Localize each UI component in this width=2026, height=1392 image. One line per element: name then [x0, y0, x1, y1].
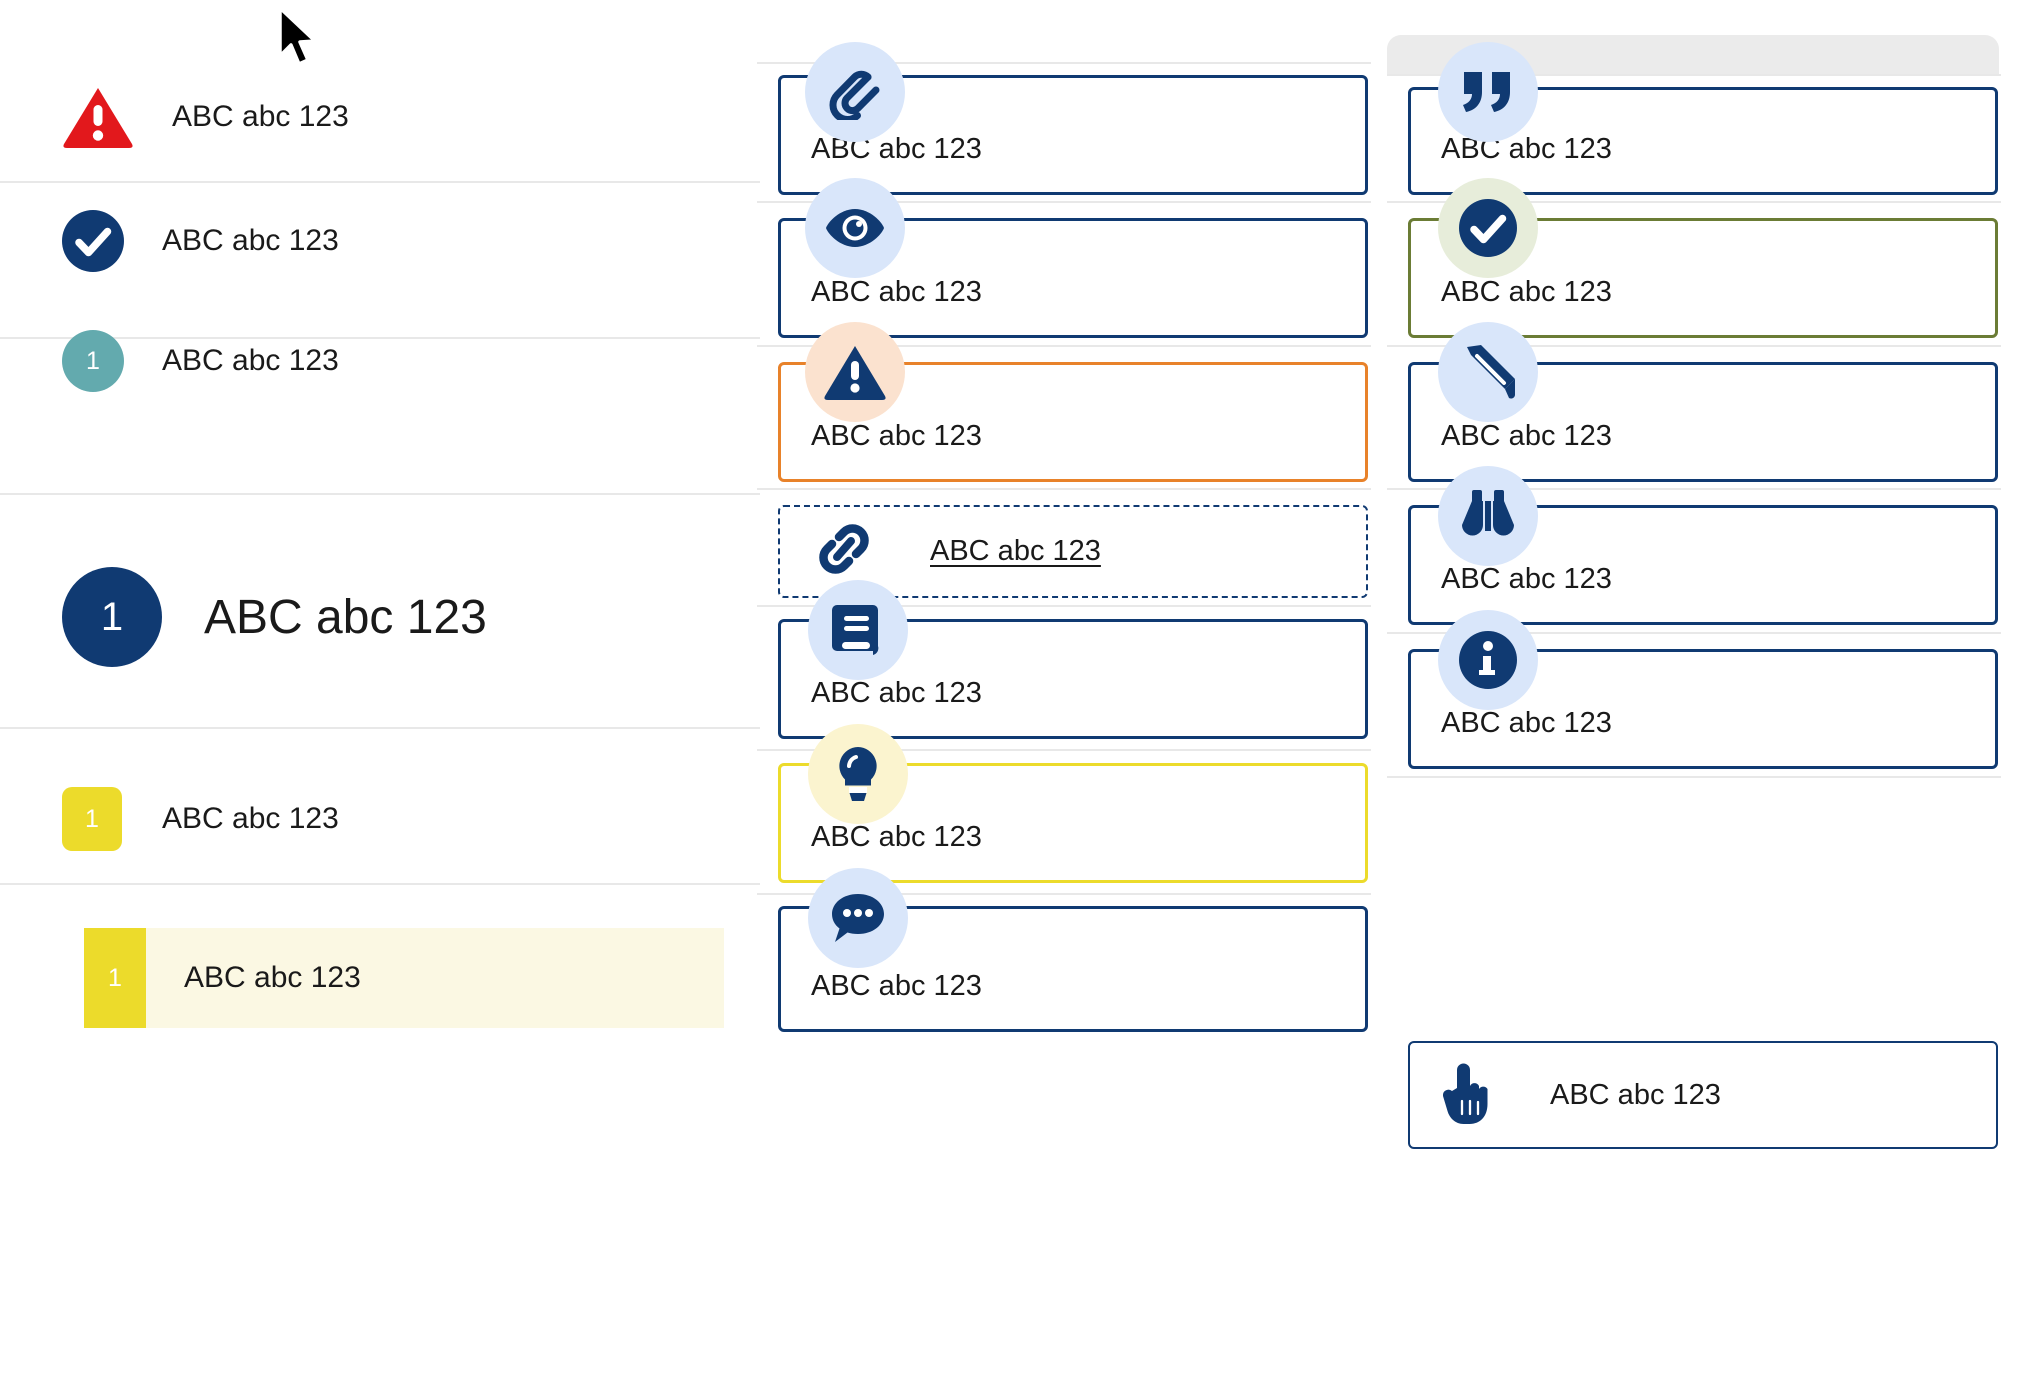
mouse-cursor	[278, 6, 317, 66]
divider	[757, 201, 1371, 203]
card-text: ABC abc 123	[1441, 133, 1612, 165]
number-square-icon: 1	[84, 928, 146, 1028]
check-circle-icon	[62, 210, 124, 272]
divider	[757, 749, 1371, 751]
card-text: ABC abc 123	[811, 970, 982, 1002]
legend-row-error[interactable]: ABC abc 123	[0, 78, 760, 156]
paperclip-icon	[805, 42, 905, 142]
card-text: ABC abc 123	[811, 677, 982, 709]
eye-icon	[805, 178, 905, 278]
chain-link-icon	[814, 521, 874, 582]
book-icon	[808, 580, 908, 680]
card-text: ABC abc 123	[1550, 1078, 1721, 1111]
divider	[1387, 201, 2001, 203]
number-circle-icon: 1	[62, 567, 162, 667]
info-circle-icon	[1438, 610, 1538, 710]
selected-row-highlight	[84, 928, 724, 1028]
divider	[1387, 776, 2001, 778]
card-text: ABC abc 123	[811, 420, 982, 452]
card-info[interactable]: ABC abc 123	[1408, 649, 1998, 769]
check-circle-icon	[1438, 178, 1538, 278]
lightbulb-icon	[808, 724, 908, 824]
pointing-hand-icon	[1440, 1061, 1494, 1130]
divider	[757, 62, 1371, 64]
legend-row-label: ABC abc 123	[162, 802, 339, 835]
divider	[1387, 632, 2001, 634]
pencil-icon	[1438, 322, 1538, 422]
chat-bubble-icon	[808, 868, 908, 968]
card-text: ABC abc 123	[1441, 563, 1612, 595]
legend-row-label: ABC abc 123	[162, 224, 339, 257]
card-text: ABC abc 123	[1441, 420, 1612, 452]
legend-row-primary[interactable]: 1 ABC abc 123	[0, 565, 760, 669]
warning-triangle-icon	[805, 322, 905, 422]
legend-row-label: ABC abc 123	[184, 961, 361, 994]
divider	[0, 337, 760, 339]
divider	[0, 883, 760, 885]
card-link[interactable]: ABC abc 123	[778, 505, 1368, 598]
card-text: ABC abc 123	[811, 276, 982, 308]
divider	[757, 605, 1371, 607]
divider	[1387, 74, 2001, 76]
warning-triangle-icon	[62, 86, 134, 148]
divider	[757, 893, 1371, 895]
divider	[0, 727, 760, 729]
divider	[757, 488, 1371, 490]
legend-list: ABC abc 123 ABC abc 123 1 ABC abc 123 1 …	[0, 0, 760, 1392]
divider	[0, 181, 760, 183]
number-square-icon: 1	[62, 787, 122, 851]
legend-row-label: ABC abc 123	[162, 344, 339, 377]
quote-icon	[1438, 42, 1538, 142]
card-link-text[interactable]: ABC abc 123	[930, 535, 1101, 567]
legend-row-label: ABC abc 123	[204, 590, 487, 644]
divider	[1387, 345, 2001, 347]
card-text: ABC abc 123	[811, 821, 982, 853]
number-circle-icon: 1	[62, 330, 124, 392]
card-attachment[interactable]: ABC abc 123	[778, 75, 1368, 195]
binoculars-icon	[1438, 466, 1538, 566]
legend-row-success[interactable]: ABC abc 123	[0, 202, 760, 280]
card-text: ABC abc 123	[1441, 276, 1612, 308]
card-text: ABC abc 123	[1441, 707, 1612, 739]
divider	[757, 345, 1371, 347]
legend-row-label: ABC abc 123	[172, 100, 349, 133]
legend-row-selected[interactable]: 1 ABC abc 123	[0, 928, 760, 1028]
legend-row-teal[interactable]: 1 ABC abc 123	[0, 322, 760, 400]
legend-row-yellow[interactable]: 1 ABC abc 123	[0, 780, 760, 858]
card-action[interactable]: ABC abc 123	[1408, 1041, 1998, 1149]
divider	[0, 493, 760, 495]
divider	[1387, 488, 2001, 490]
